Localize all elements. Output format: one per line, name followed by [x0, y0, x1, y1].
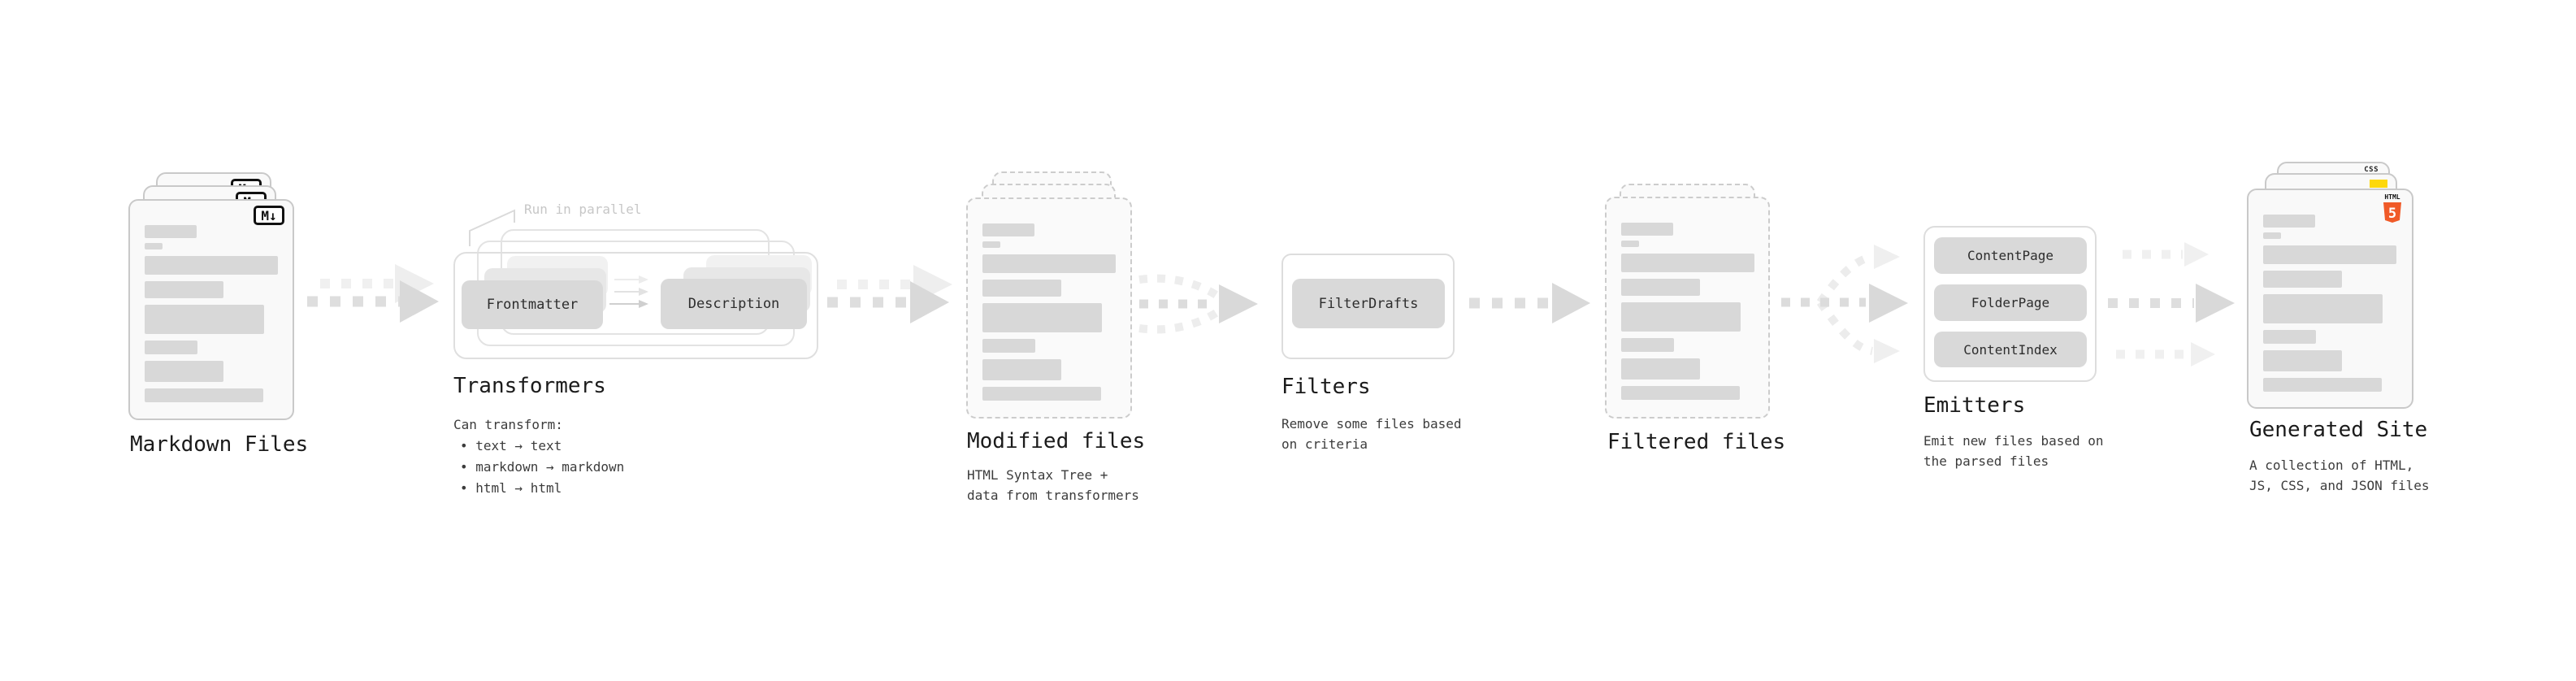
transformers-desc-heading: Can transform:: [453, 417, 563, 432]
bullet-item: • text → text: [460, 438, 562, 453]
filtered-doc-front: [1605, 197, 1770, 419]
placeholder-line: [1621, 241, 1639, 247]
html5-five: 5: [2388, 206, 2396, 222]
placeholder-line: [1621, 302, 1741, 332]
filters-desc: Remove some files based on criteria: [1281, 416, 1462, 452]
placeholder-line: [982, 254, 1116, 273]
arrow-markdown-to-transformers: [307, 264, 439, 323]
placeholder-line: [145, 256, 278, 275]
placeholder-line: [2263, 215, 2315, 228]
emitters-desc: Emit new files based on the parsed files: [1923, 433, 2104, 469]
transformers-bullet-list: • text → text • markdown → markdown • ht…: [460, 436, 624, 499]
placeholder-line: [982, 280, 1061, 297]
js-icon: [2370, 180, 2387, 188]
placeholder-line: [1621, 279, 1700, 296]
markdown-icon: M↓: [254, 206, 284, 225]
modified-files-desc: HTML Syntax Tree + data from transformer…: [967, 467, 1139, 503]
placeholder-line: [145, 388, 263, 402]
transformer-layer-front: [453, 252, 818, 359]
arrow-filters-to-filtered: [1469, 283, 1590, 323]
bullet-item: • markdown → markdown: [460, 459, 625, 475]
bullet-item: • html → html: [460, 480, 562, 496]
placeholder-line: [145, 281, 223, 298]
placeholder-line: [145, 225, 197, 238]
placeholder-line: [982, 387, 1101, 401]
placeholder-line: [2263, 378, 2382, 392]
filtered-files-label: Filtered files: [1607, 430, 1786, 454]
description-pill: Description: [661, 279, 807, 329]
contentpage-pill: ContentPage: [1934, 237, 2087, 274]
arrow-filtered-to-emitters-fan-out: [1781, 245, 1908, 363]
placeholder-line: [982, 303, 1102, 332]
placeholder-line: [2263, 330, 2316, 344]
placeholder-line: [2263, 245, 2396, 264]
placeholder-line: [982, 223, 1034, 236]
placeholder-line: [145, 340, 197, 354]
placeholder-line: [982, 339, 1035, 353]
transformers-label: Transformers: [453, 374, 606, 398]
frontmatter-pill: Frontmatter: [462, 280, 603, 329]
modified-files-label: Modified files: [967, 429, 1146, 453]
placeholder-line: [982, 359, 1061, 380]
placeholder-line: [1621, 254, 1754, 272]
filters-label: Filters: [1281, 375, 1371, 399]
placeholder-line: [1621, 338, 1674, 352]
placeholder-line: [2263, 294, 2383, 323]
placeholder-line: [145, 243, 163, 249]
generated-site-desc: A collection of HTML, JS, CSS, and JSON …: [2249, 458, 2430, 493]
generated-site-label: Generated Site: [2249, 418, 2428, 442]
placeholder-line: [1621, 223, 1673, 236]
markdown-doc-front: M↓: [128, 199, 294, 420]
arrow-modified-to-filters-fan-in: [1138, 274, 1258, 334]
html5-icon: HTML 5: [2383, 193, 2401, 223]
emitters-label: Emitters: [1923, 393, 2026, 418]
run-in-parallel-annotation: Run in parallel: [524, 202, 642, 217]
arrow-emitters-to-generated: [2108, 242, 2235, 367]
placeholder-line: [2263, 271, 2342, 288]
arrow-transformers-to-modified: [827, 265, 952, 323]
filterdrafts-pill: FilterDrafts: [1292, 279, 1445, 328]
markdown-files-label: Markdown Files: [130, 432, 309, 457]
placeholder-line: [1621, 358, 1700, 380]
generated-doc-html: HTML 5: [2247, 189, 2413, 409]
folderpage-pill: FolderPage: [1934, 284, 2087, 321]
contentindex-pill: ContentIndex: [1934, 332, 2087, 367]
placeholder-line: [2263, 232, 2281, 239]
placeholder-line: [1621, 386, 1740, 400]
html5-word: HTML: [2384, 193, 2400, 201]
placeholder-line: [2263, 350, 2342, 371]
placeholder-line: [982, 241, 1000, 248]
placeholder-line: [145, 361, 223, 382]
modified-doc-front: [966, 197, 1132, 419]
placeholder-line: [145, 305, 264, 334]
